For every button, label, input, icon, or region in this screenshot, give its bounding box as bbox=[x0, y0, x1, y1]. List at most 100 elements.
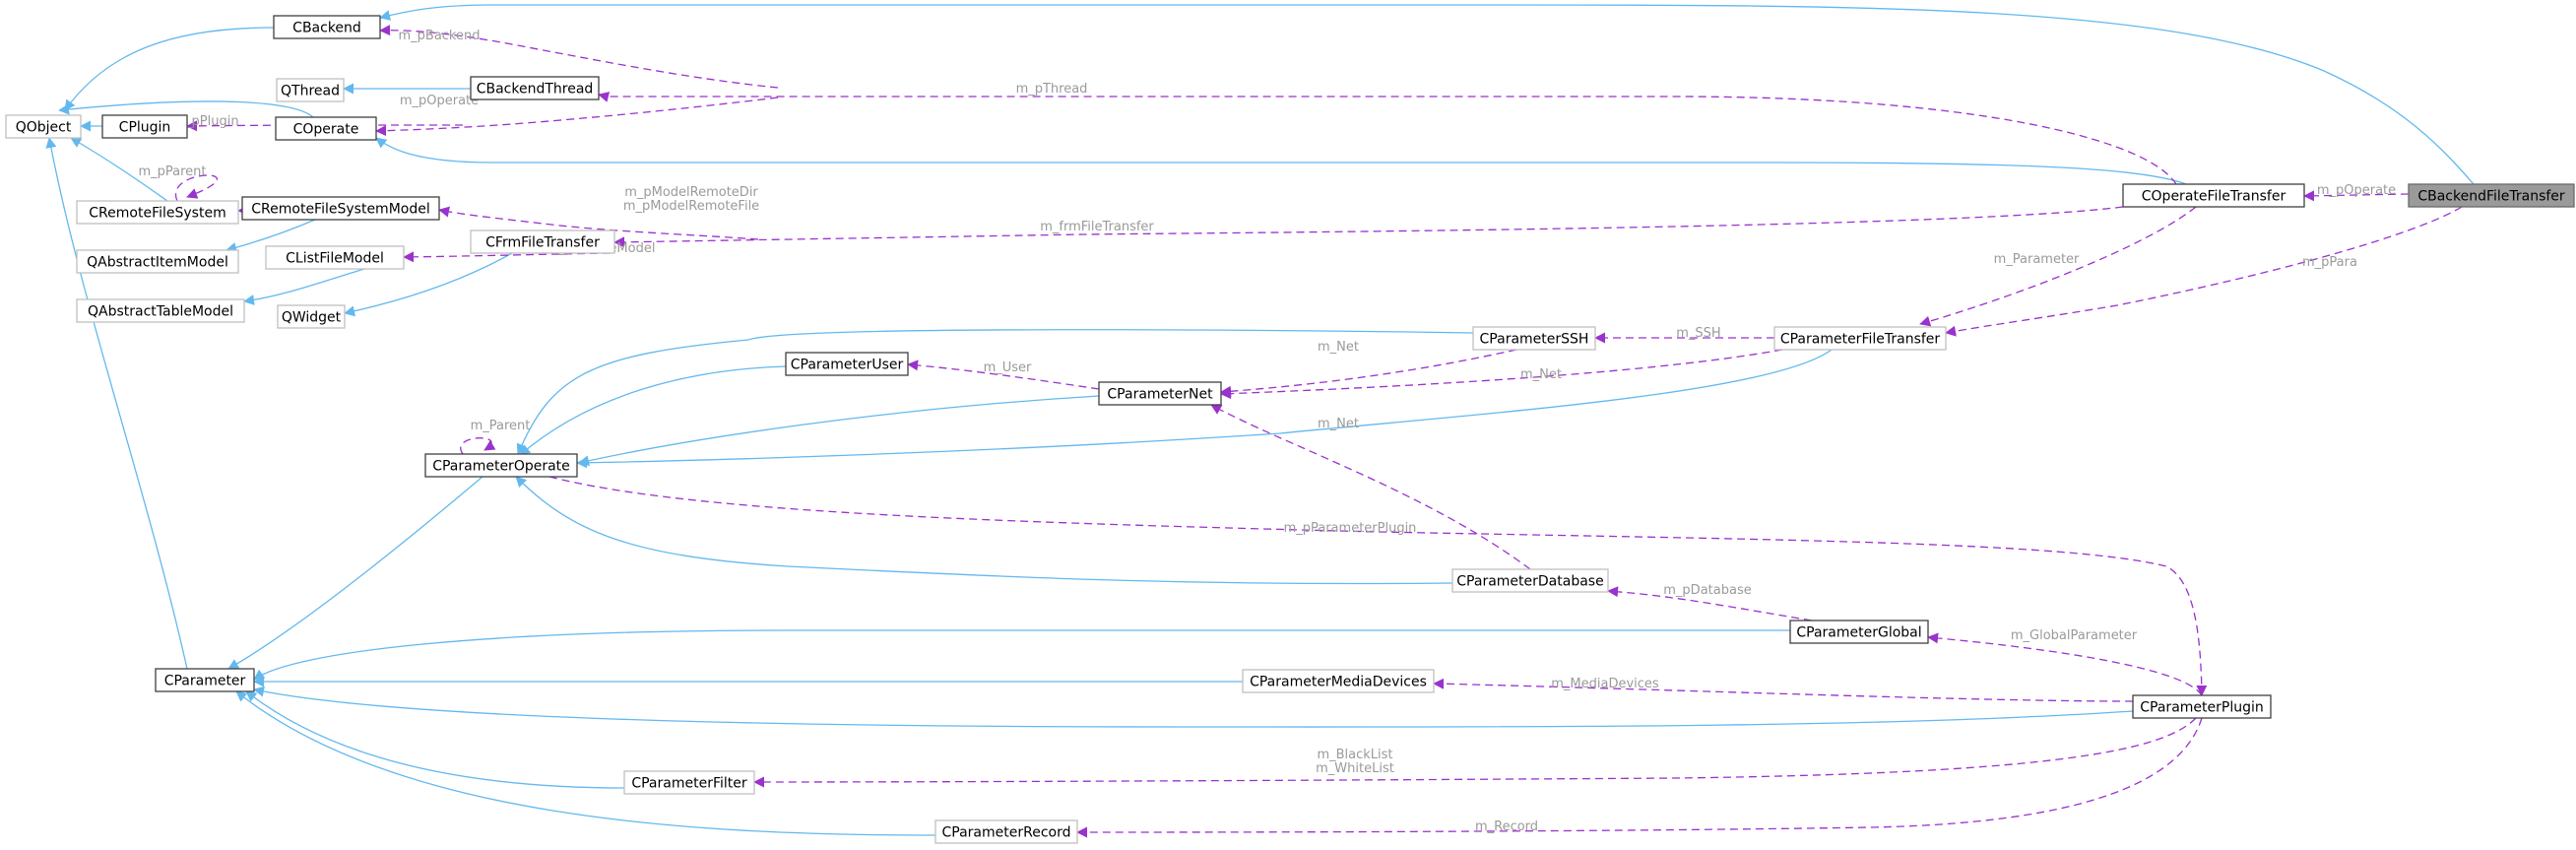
node-label: CParameterMediaDevices bbox=[1250, 675, 1427, 690]
inheritance-edge-cbackend-file-transfer-to-cbackend bbox=[379, 4, 2475, 185]
node-label: CPlugin bbox=[119, 120, 171, 136]
edge-path bbox=[64, 27, 275, 111]
class-node-clist-file-model[interactable]: CListFileModel bbox=[265, 245, 405, 270]
edge-path bbox=[243, 268, 365, 306]
member-edge-cremote-file-system-to-cremote-file-system bbox=[174, 174, 218, 202]
node-label: CRemoteFileSystem bbox=[89, 206, 225, 222]
edge-label: m_pOperate bbox=[400, 94, 479, 108]
edge-label: m_pPara bbox=[2302, 255, 2357, 270]
node-box bbox=[76, 298, 245, 323]
edge-path bbox=[70, 137, 168, 202]
node-label: CFrmFileTransfer bbox=[485, 235, 600, 251]
node-box bbox=[265, 245, 405, 270]
node-label: QWidget bbox=[282, 310, 342, 326]
inheritance-edge-cparameter-global-to-cparameter bbox=[253, 629, 1790, 681]
node-box bbox=[1242, 669, 1435, 693]
inheritance-edge-cparameter-user-to-cparameter-operate bbox=[519, 365, 787, 456]
node-label: CBackendFileTransfer bbox=[2417, 189, 2565, 205]
edge-path bbox=[519, 365, 787, 456]
node-box bbox=[277, 304, 346, 329]
node-box bbox=[155, 668, 255, 692]
class-node-cplugin[interactable]: CPlugin bbox=[101, 114, 188, 139]
edge-label: m_pParameterPlugin bbox=[1284, 521, 1417, 536]
class-node-cparameter-plugin[interactable]: CParameterPlugin bbox=[2132, 694, 2272, 719]
edge-path bbox=[379, 25, 779, 89]
class-node-cbackend-file-transfer[interactable]: CBackendFileTransfer bbox=[2408, 183, 2575, 208]
edge-path bbox=[58, 100, 314, 118]
class-node-cparameter-database[interactable]: CParameterDatabase bbox=[1451, 568, 1609, 593]
edge-labels-layer: m_pBackendm_pOperatem_pPluginm_pThreadm_… bbox=[138, 29, 2396, 834]
class-node-cparameter[interactable]: CParameter bbox=[155, 668, 255, 692]
member-edge-cparameter-file-transfer-to-cparameter-net bbox=[1220, 349, 1783, 400]
class-node-qwidget[interactable]: QWidget bbox=[277, 304, 346, 329]
edge-path bbox=[460, 437, 496, 455]
edge-path bbox=[1945, 206, 2463, 337]
class-node-cbackend[interactable]: CBackend bbox=[273, 15, 381, 39]
class-node-qabstract-table-model[interactable]: QAbstractTableModel bbox=[76, 298, 245, 323]
class-node-cparameter-record[interactable]: CParameterRecord bbox=[934, 819, 1078, 844]
class-node-cparameter-media-devices[interactable]: CParameterMediaDevices bbox=[1242, 669, 1435, 693]
node-box bbox=[273, 15, 381, 39]
class-node-cparameter-filter[interactable]: CParameterFilter bbox=[623, 770, 755, 795]
member-edge-cparameter-global-to-cparameter-database bbox=[1607, 586, 1813, 621]
edge-path bbox=[375, 137, 2187, 185]
edge-path bbox=[598, 92, 2177, 185]
edge-path bbox=[1076, 717, 2203, 838]
edge-label: m_Record bbox=[1475, 819, 1538, 834]
edge-label: m_pThread bbox=[1016, 82, 1088, 97]
inheritance-edge-clist-file-model-to-qabstract-table-model bbox=[243, 268, 365, 306]
node-label: CParameterFilter bbox=[631, 776, 747, 792]
edge-label: m_pDatabase bbox=[1663, 583, 1751, 598]
edge-path bbox=[375, 97, 779, 137]
class-node-coperate[interactable]: COperate bbox=[275, 116, 377, 141]
class-node-cparameter-ssh[interactable]: CParameterSSH bbox=[1472, 326, 1596, 351]
member-edge-cparameter-database-to-cparameter-net bbox=[1210, 404, 1531, 570]
node-label: CParameterDatabase bbox=[1456, 574, 1603, 590]
node-box bbox=[424, 453, 578, 478]
class-node-coperate-file-transfer[interactable]: COperateFileTransfer bbox=[2122, 183, 2305, 208]
member-edge-cbackend-file-transfer-to-coperate-file-transfer bbox=[2303, 190, 2410, 202]
node-label: QAbstractTableModel bbox=[88, 304, 233, 320]
class-node-cparameter-net[interactable]: CParameterNet bbox=[1098, 381, 1222, 406]
class-node-cremote-file-system-model[interactable]: CRemoteFileSystemModel bbox=[241, 196, 440, 221]
member-edge-cparameter-net-to-cparameter-user bbox=[907, 360, 1100, 390]
class-node-cparameter-user[interactable]: CParameterUser bbox=[785, 352, 909, 376]
node-label: CParameterRecord bbox=[942, 825, 1071, 841]
edge-path bbox=[403, 251, 612, 263]
edge-path bbox=[1433, 678, 2134, 702]
class-node-cbackend-thread[interactable]: CBackendThread bbox=[470, 76, 600, 100]
edge-path bbox=[344, 252, 513, 317]
inheritance-edge-coperate-to-qobject bbox=[58, 100, 314, 118]
node-label: COperateFileTransfer bbox=[2142, 189, 2286, 205]
edge-path bbox=[438, 206, 759, 240]
inheritance-edge-cparameter-plugin-to-cparameter bbox=[253, 686, 2134, 728]
edge-path bbox=[1607, 586, 1813, 621]
node-box bbox=[1098, 381, 1222, 406]
edge-path bbox=[235, 690, 936, 836]
class-node-qthread[interactable]: QThread bbox=[276, 78, 345, 102]
member-edge-cparameter-ssh-to-cparameter-net bbox=[1220, 349, 1517, 397]
member-edge-cbackend-thread-to-cbackend bbox=[379, 25, 779, 89]
node-label: CParameterPlugin bbox=[2140, 700, 2263, 716]
node-box bbox=[76, 249, 239, 274]
class-node-qabstract-item-model[interactable]: QAbstractItemModel bbox=[76, 249, 239, 274]
node-box bbox=[1472, 326, 1596, 351]
node-box bbox=[1773, 326, 1947, 351]
class-node-cparameter-global[interactable]: CParameterGlobal bbox=[1789, 620, 1929, 644]
class-node-qobject[interactable]: QObject bbox=[5, 114, 82, 139]
edge-path bbox=[379, 4, 2475, 185]
edge-path bbox=[576, 349, 1833, 469]
member-edge-coperate-file-transfer-to-cbackend-thread bbox=[598, 92, 2177, 185]
member-edge-cparameter-plugin-to-cparameter-record bbox=[1076, 717, 2203, 838]
class-node-cremote-file-system[interactable]: CRemoteFileSystem bbox=[76, 200, 239, 225]
class-node-cparameter-operate[interactable]: CParameterOperate bbox=[424, 453, 578, 478]
edge-path bbox=[907, 360, 1100, 390]
class-node-cfrm-file-transfer[interactable]: CFrmFileTransfer bbox=[470, 229, 615, 254]
node-label: QObject bbox=[16, 120, 72, 136]
inheritance-edge-cfrm-file-transfer-to-qwidget bbox=[344, 252, 513, 317]
node-box bbox=[2122, 183, 2305, 208]
class-node-cparameter-file-transfer[interactable]: CParameterFileTransfer bbox=[1773, 326, 1947, 351]
edge-path bbox=[515, 476, 1453, 585]
inheritance-edge-cparameter-net-to-cparameter-operate bbox=[578, 395, 1100, 467]
